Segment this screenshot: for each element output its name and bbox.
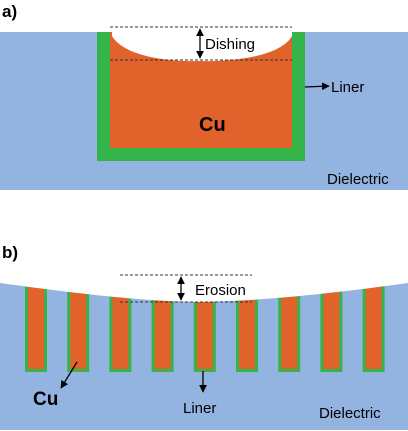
dielectric-label-b: Dielectric: [319, 405, 381, 422]
panel-b-label: b): [2, 243, 18, 262]
panel-b: b) Erosion Cu Liner Dielectric: [0, 243, 408, 430]
cu-label-b: Cu: [33, 389, 58, 410]
copper-line-4: [154, 283, 171, 369]
line-array: [25, 283, 385, 372]
copper-line-2: [70, 283, 87, 369]
panel-a: a) Dishing Liner Cu Dielectric: [0, 2, 408, 190]
cu-label-a: Cu: [199, 114, 226, 136]
panel-a-label: a): [2, 2, 17, 21]
copper-line-3: [112, 283, 129, 369]
copper-line-6: [239, 283, 255, 369]
copper-line-5: [196, 283, 213, 369]
liner-label-a: Liner: [331, 79, 364, 96]
liner-label-b: Liner: [183, 400, 216, 417]
erosion-label: Erosion: [195, 282, 246, 299]
copper-line-1: [28, 283, 44, 369]
copper-line-8: [323, 283, 340, 369]
erosion-cavity: [0, 275, 408, 302]
liner-arrow-a: [304, 82, 330, 91]
cu-arrow-b: [60, 361, 78, 389]
dishing-label: Dishing: [205, 36, 255, 53]
copper-line-7: [281, 283, 298, 369]
dielectric-label-a: Dielectric: [327, 171, 389, 188]
copper-line-9: [365, 283, 382, 369]
